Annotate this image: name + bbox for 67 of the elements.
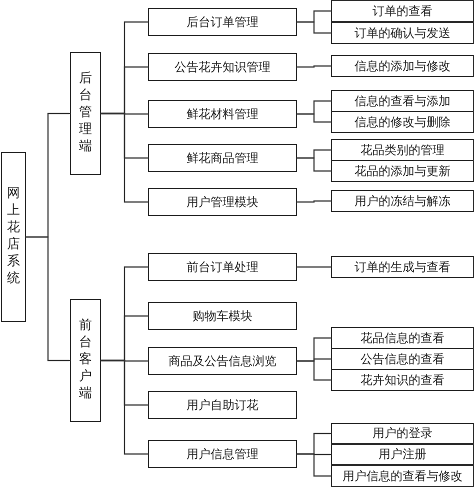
node-label: 后台订单管理 <box>186 14 258 30</box>
connector-line <box>297 65 331 68</box>
category-box <box>1 152 26 322</box>
connector-line <box>101 112 148 203</box>
node-label: 花品的添加与更新 <box>354 162 450 180</box>
module-box <box>331 348 474 370</box>
node-label: 购物车模块 <box>192 308 252 324</box>
node-label: 用户注册 <box>378 446 426 463</box>
node-label: 后台管理端 <box>79 71 92 156</box>
node-label: 网上花店系统 <box>7 186 20 288</box>
module-box <box>331 444 474 465</box>
node-label: 信息的查看与添加 <box>354 92 450 110</box>
module-box <box>148 302 297 330</box>
node-label: 前台客户端 <box>79 318 92 403</box>
node-label: 用户信息的查看与修改 <box>342 468 462 484</box>
node-label: 用户自助订花 <box>186 396 258 414</box>
module-box <box>331 256 474 278</box>
module-box <box>331 465 474 487</box>
node-label: 公告花卉知识管理 <box>174 58 270 76</box>
connector-line <box>26 236 70 362</box>
module-box <box>331 111 474 133</box>
node-label: 花品类别的管理 <box>360 142 444 158</box>
module-box <box>331 369 474 391</box>
connector-line <box>297 200 331 203</box>
node-label: 鲜花商品管理 <box>186 150 258 166</box>
module-box <box>331 22 474 44</box>
node-label: 用户管理模块 <box>186 194 258 210</box>
module-box <box>331 90 474 112</box>
node-label: 用户的登录 <box>372 425 432 442</box>
module-box <box>148 440 297 468</box>
module-box <box>148 391 297 419</box>
connector-line <box>101 360 148 455</box>
connector-line <box>297 21 331 34</box>
node-label: 用户的冻结与解冻 <box>354 192 450 210</box>
node-label: 用户信息管理 <box>186 446 258 462</box>
node-label: 商品及公告信息浏览 <box>168 352 276 370</box>
connector-line <box>297 453 331 477</box>
module-box <box>331 0 474 22</box>
node-label: 花卉知识的查看 <box>360 372 444 388</box>
node-label: 订单的确认与发送 <box>354 24 450 42</box>
module-box <box>331 423 474 444</box>
module-box <box>148 253 297 281</box>
node-label: 公告信息的查看 <box>360 350 444 368</box>
module-box <box>331 139 474 161</box>
module-box <box>331 327 474 349</box>
module-box <box>148 53 297 81</box>
connector-line <box>297 360 331 381</box>
node-label: 花品信息的查看 <box>360 330 444 346</box>
node-label: 订单的查看 <box>372 2 432 20</box>
module-box <box>148 188 297 216</box>
module-box <box>148 347 297 375</box>
module-box <box>148 8 297 36</box>
connector-line <box>297 157 331 172</box>
module-box <box>331 190 474 212</box>
module-box <box>148 144 297 172</box>
module-box <box>331 160 474 182</box>
node-label: 鲜花材料管理 <box>186 106 258 122</box>
connector-line <box>297 113 331 123</box>
node-label: 订单的生成与查看 <box>354 258 450 276</box>
connector-line <box>297 266 331 268</box>
category-box <box>70 299 101 422</box>
node-label: 信息的添加与修改 <box>354 58 450 74</box>
module-box <box>148 100 297 128</box>
category-box <box>70 52 101 175</box>
node-label: 前台订单处理 <box>186 258 258 276</box>
module-box <box>331 55 474 77</box>
node-label: 信息的修改与删除 <box>354 114 450 130</box>
